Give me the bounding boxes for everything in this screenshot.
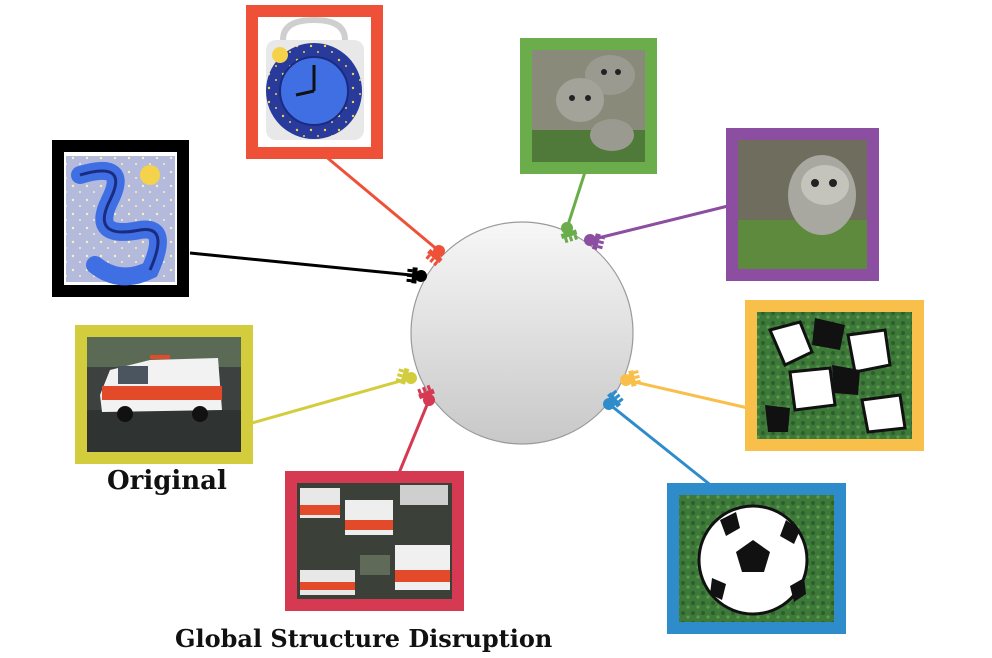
plug-soccer <box>603 389 624 410</box>
caption-global-structure-disruption: Global Structure Disruption <box>175 624 553 653</box>
connector-owl <box>589 204 729 242</box>
frame-owl <box>726 128 879 281</box>
connector-van-original <box>251 376 412 425</box>
caption-original: Original <box>107 466 227 496</box>
soccer-image <box>697 504 809 616</box>
frame-clock <box>246 5 383 159</box>
van-shuffled-image <box>300 485 450 595</box>
connector-lines <box>189 153 749 489</box>
frame-soccer-distorted <box>745 300 924 451</box>
plug-owl <box>584 233 606 250</box>
plug-owls-distorted <box>560 222 578 244</box>
hub-circle <box>410 221 634 445</box>
soccer-distorted-image <box>765 318 907 434</box>
plug-soccer-distorted <box>620 370 641 387</box>
plug-clock <box>425 245 445 267</box>
frame-clock-distorted <box>52 140 189 297</box>
frame-van-shuffled <box>285 471 464 611</box>
owl-image <box>738 155 867 269</box>
connector-clock-distorted <box>189 251 422 278</box>
connector-clock <box>323 153 440 253</box>
owls-distorted-image <box>532 55 645 162</box>
connector-soccer <box>608 402 714 489</box>
plug-van-original <box>395 367 417 385</box>
clock-distorted-image <box>66 156 175 286</box>
van-original-image <box>87 337 241 452</box>
clock-image <box>266 16 364 140</box>
frame-soccer <box>667 483 846 634</box>
plug-clock-distorted <box>406 267 427 284</box>
frame-owls-distorted <box>520 38 657 174</box>
plugs <box>395 222 641 410</box>
plug-van-shuffled <box>417 384 435 406</box>
connector-soccer-distorted <box>625 378 749 410</box>
frame-van-original <box>75 325 253 464</box>
connector-van-shuffled <box>397 399 431 474</box>
connector-owls-distorted <box>565 171 587 229</box>
